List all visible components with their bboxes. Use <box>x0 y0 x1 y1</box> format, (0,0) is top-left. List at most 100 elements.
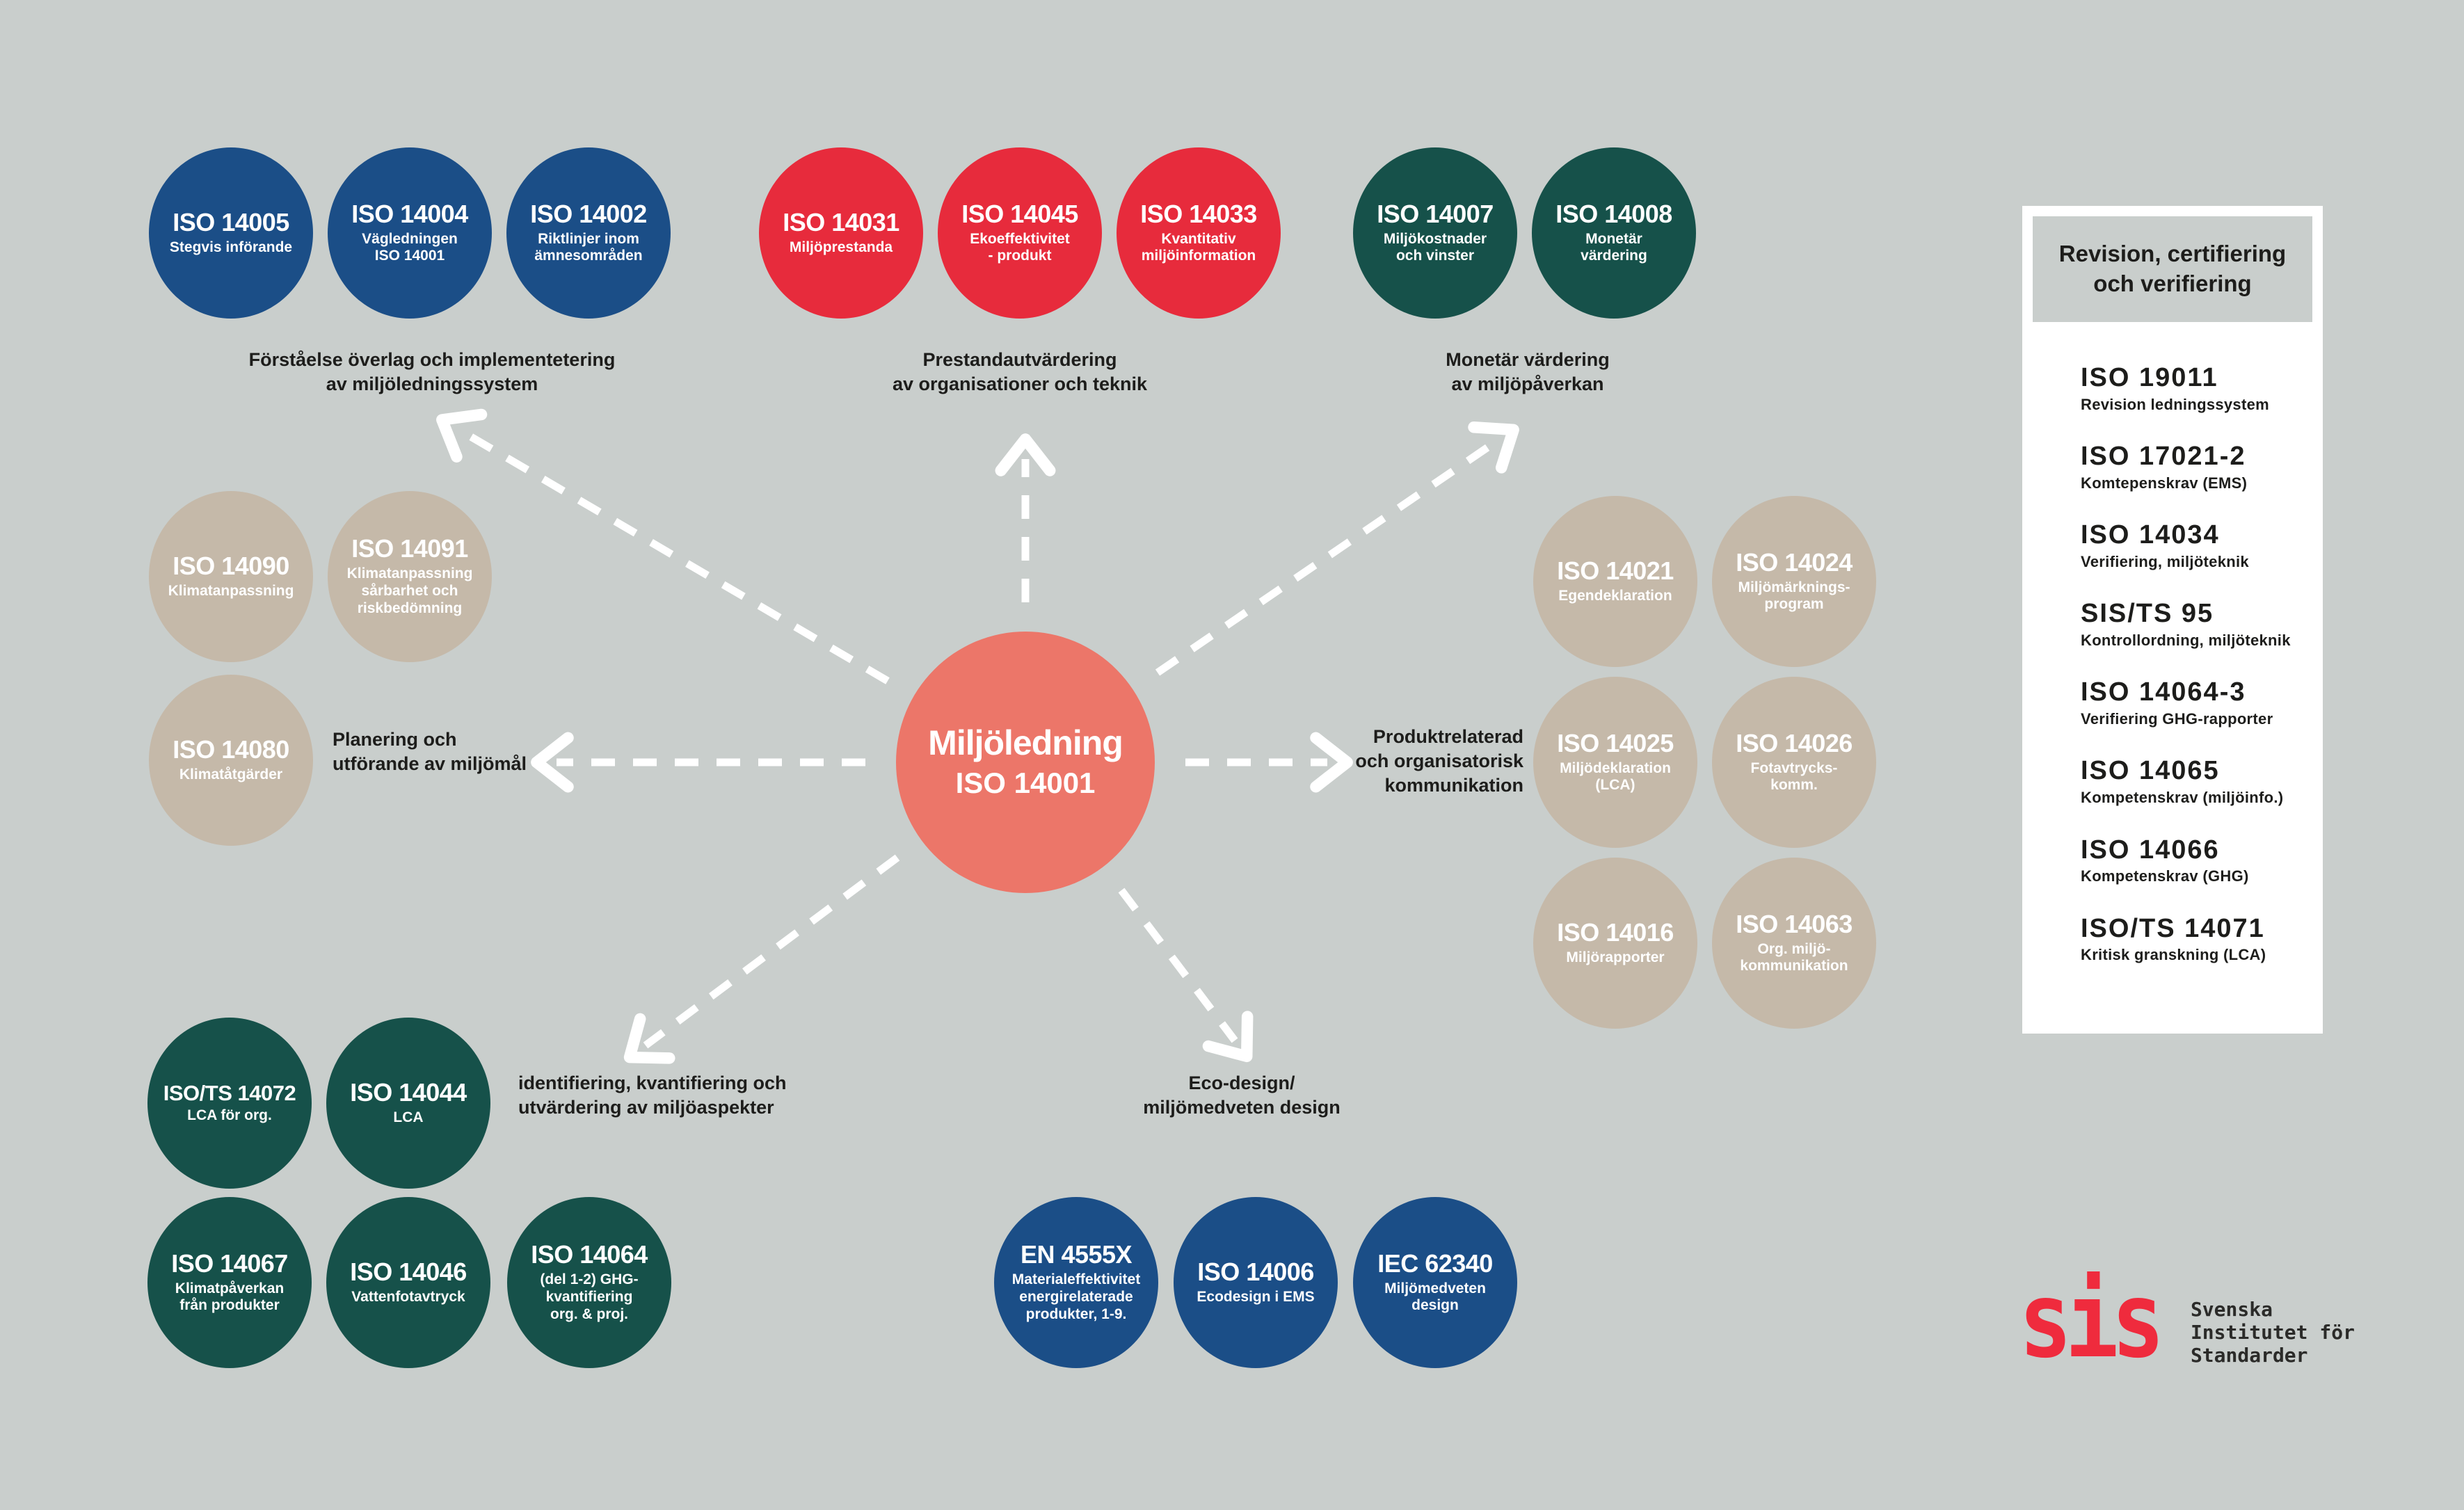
node-code: ISO 14021 <box>1557 556 1674 586</box>
panel-item-desc: Verifiering, miljöteknik <box>2081 552 2249 570</box>
node-code: ISO 14064 <box>531 1240 648 1269</box>
node-subtitle: Vägledningen ISO 14001 <box>362 230 458 264</box>
node-iso-ts-14072: ISO/TS 14072 LCA för org. <box>147 1018 312 1189</box>
node-code: ISO 14006 <box>1197 1258 1314 1287</box>
panel-item-desc: Komtepenskrav (EMS) <box>2081 474 2248 492</box>
panel-item-code: ISO 17021-2 <box>2081 442 2246 472</box>
sis-logo-mark: sis <box>2019 1260 2165 1381</box>
node-subtitle: LCA <box>393 1109 424 1126</box>
node-subtitle: Miljöprestanda <box>789 239 893 256</box>
node-code: ISO 14026 <box>1736 728 1853 757</box>
node-code: ISO 14008 <box>1555 199 1672 228</box>
panel-item: ISO 17021-2 Komtepenskrav (EMS) <box>2081 442 2316 492</box>
node-iso-14080: ISO 14080 Klimatåtgärder <box>149 675 313 846</box>
node-code: ISO/TS 14072 <box>163 1080 296 1105</box>
node-iso-14026: ISO 14026 Fotavtrycks- komm. <box>1712 677 1876 848</box>
node-iso-14007: ISO 14007 Miljökostnader och vinster <box>1353 147 1517 319</box>
panel-item-code: ISO 14064-3 <box>2081 677 2246 707</box>
node-iso-14004: ISO 14004 Vägledningen ISO 14001 <box>328 147 492 319</box>
node-subtitle: Vattenfotavtryck <box>351 1289 465 1306</box>
arrow-down-right <box>1118 887 1254 1063</box>
node-iso-14016: ISO 14016 Miljörapporter <box>1533 858 1697 1029</box>
node-iso-14001-center: Miljöledning ISO 14001 <box>896 632 1155 893</box>
node-iso-14033: ISO 14033 Kvantitativ miljöinformation <box>1117 147 1281 319</box>
node-code: ISO 14025 <box>1557 728 1674 757</box>
node-code: ISO 14002 <box>530 199 647 228</box>
node-subtitle: Egendeklaration <box>1558 588 1672 604</box>
panel-item: ISO 14065 Kompetenskrav (miljöinfo.) <box>2081 756 2316 807</box>
node-subtitle: Stegvis införande <box>169 239 293 256</box>
node-code: ISO 14016 <box>1557 918 1674 947</box>
node-code: ISO 14031 <box>783 208 899 237</box>
panel-item: ISO 19011 Revision ledningssystem <box>2081 363 2316 413</box>
node-iso-14002: ISO 14002 Riktlinjer inom ämnesområden <box>506 147 671 319</box>
node-subtitle: Monetär värdering <box>1581 230 1647 264</box>
node-subtitle: Org. miljö- kommunikation <box>1740 940 1848 974</box>
node-iso-14090: ISO 14090 Klimatanpassning <box>149 491 313 662</box>
node-subtitle: Klimatpåverkan från produkter <box>175 1280 285 1314</box>
caption-performance: Prestandautvärdering av organisationer o… <box>892 349 1148 395</box>
arrow-down-left <box>623 854 900 1064</box>
node-subtitle: Miljörapporter <box>1566 949 1665 966</box>
node-code: IEC 62340 <box>1377 1248 1493 1278</box>
node-code: ISO 14007 <box>1377 199 1494 228</box>
node-iso-14091: ISO 14091 Klimatanpassning sårbarhet och… <box>328 491 492 662</box>
center-code: ISO 14001 <box>955 766 1096 800</box>
node-iso-14046: ISO 14046 Vattenfotavtryck <box>326 1197 490 1368</box>
node-code: ISO 14046 <box>350 1258 467 1287</box>
node-subtitle: Klimatanpassning <box>168 583 294 600</box>
node-subtitle: Miljödeklaration (LCA) <box>1560 760 1671 794</box>
panel-item-desc: Kompetenskrav (GHG) <box>2081 867 2249 885</box>
node-code: ISO 14090 <box>173 552 289 581</box>
panel-item-code: SIS/TS 95 <box>2081 599 2214 629</box>
node-code: ISO 14080 <box>173 735 289 764</box>
node-iso-14024: ISO 14024 Miljömärknings- program <box>1712 496 1876 667</box>
node-iso-14025: ISO 14025 Miljödeklaration (LCA) <box>1533 677 1697 848</box>
caption-aspects: identifiering, kvantifiering och utvärde… <box>518 1073 787 1118</box>
caption-implementation: Förståelse överlag och implementetering … <box>248 349 616 395</box>
arrow-up-right <box>1155 421 1519 676</box>
panel-item-code: ISO 19011 <box>2081 363 2218 392</box>
node-subtitle: Ekoeffektivitet - produkt <box>970 230 1070 264</box>
panel-item-code: ISO 14034 <box>2081 520 2220 550</box>
node-subtitle: Fotavtrycks- komm. <box>1750 760 1838 794</box>
panel-item-desc: Kompetenskrav (miljöinfo.) <box>2081 789 2284 807</box>
node-iso-14031: ISO 14031 Miljöprestanda <box>759 147 923 319</box>
caption-monetary: Monetär värdering av miljöpåverkan <box>1446 349 1610 395</box>
node-subtitle: Materialeffektivitet energirelaterade pr… <box>1011 1271 1141 1322</box>
panel-item: SIS/TS 95 Kontrollordning, miljöteknik <box>2081 599 2316 649</box>
node-subtitle: Klimatanpassning sårbarhet och riskbedöm… <box>346 565 473 616</box>
revision-certification-panel: Revision, certifiering och verifiering I… <box>2022 206 2323 1034</box>
node-code: ISO 14024 <box>1736 547 1853 577</box>
panel-title: Revision, certifiering och verifiering <box>2033 216 2312 322</box>
node-subtitle: Miljömärknings- program <box>1738 579 1850 613</box>
node-iso-14064: ISO 14064 (del 1-2) GHG- kvantifiering o… <box>507 1197 671 1368</box>
sis-logo: sis Svenska Institutet för Standarder <box>2019 1260 2355 1381</box>
center-title: Miljöledning <box>928 723 1123 762</box>
node-subtitle: LCA för org. <box>187 1107 272 1124</box>
sis-logo-name: Svenska Institutet för Standarder <box>2190 1298 2355 1367</box>
node-iso-14005: ISO 14005 Stegvis införande <box>149 147 313 319</box>
node-iec-62340: IEC 62340 Miljömedveten design <box>1353 1197 1517 1368</box>
node-iso-14044: ISO 14044 LCA <box>326 1018 490 1189</box>
panel-item-desc: Revision ledningssystem <box>2081 395 2269 413</box>
node-code: ISO 14033 <box>1140 199 1257 228</box>
node-subtitle: Klimatåtgärder <box>179 766 283 783</box>
panel-item-code: ISO 14065 <box>2081 756 2220 786</box>
node-iso-14063: ISO 14063 Org. miljö- kommunikation <box>1712 858 1876 1029</box>
node-code: ISO 14045 <box>961 199 1078 228</box>
node-code: EN 4555X <box>1020 1240 1133 1269</box>
node-code: ISO 14091 <box>351 534 468 563</box>
node-code: ISO 14063 <box>1736 909 1853 938</box>
panel-item: ISO 14064-3 Verifiering GHG-rapporter <box>2081 678 2316 728</box>
node-subtitle: Ecodesign i EMS <box>1197 1289 1315 1306</box>
node-subtitle: Riktlinjer inom ämnesområden <box>534 230 643 264</box>
node-iso-14006: ISO 14006 Ecodesign i EMS <box>1174 1197 1338 1368</box>
panel-item: ISO 14066 Kompetenskrav (GHG) <box>2081 835 2316 885</box>
caption-ecodesign: Eco-design/ miljömedveten design <box>1143 1073 1341 1118</box>
node-iso-14067: ISO 14067 Klimatpåverkan från produkter <box>147 1197 312 1368</box>
node-subtitle: Miljökostnader och vinster <box>1383 230 1487 264</box>
node-subtitle: Kvantitativ miljöinformation <box>1141 230 1256 264</box>
